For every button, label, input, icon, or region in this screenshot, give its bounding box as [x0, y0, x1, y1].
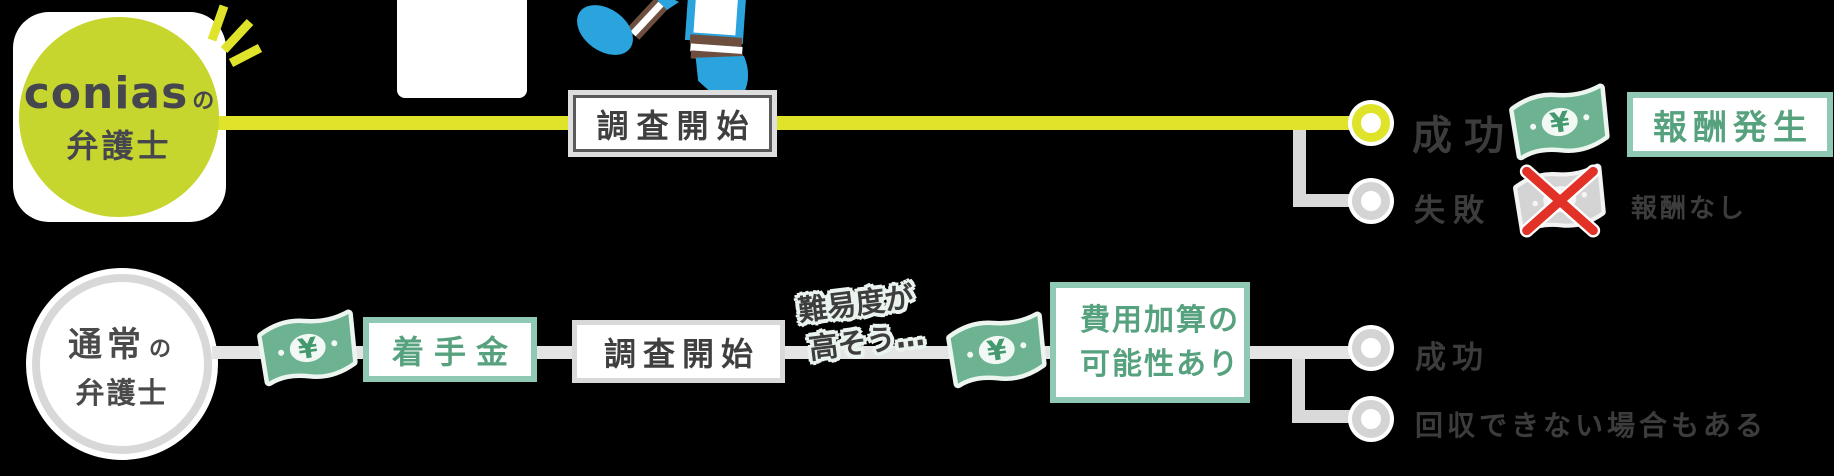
actor-conias-lawyer: conias の 弁護士	[19, 17, 219, 217]
node-fail-normal	[1352, 400, 1390, 438]
label-may-not-recover: 回収できない場合もある	[1415, 409, 1768, 442]
label-no-reward: 報酬なし	[1631, 194, 1748, 224]
fee-box-retainer: 着手金	[363, 317, 537, 382]
money-bill-crossed-icon: ¥	[1513, 163, 1606, 238]
label-fail-conias: 失敗	[1414, 193, 1492, 229]
actor-conias-role: 弁護士	[66, 126, 172, 165]
note-box-extra-cost: 費用加算の 可能性あり	[1050, 282, 1250, 403]
timeline-conias	[215, 116, 1360, 130]
branch-line-conias	[1293, 130, 1359, 207]
money-bill-yen-icon: ¥	[946, 311, 1047, 389]
speech-difficulty-note: 難易度が 高そう…	[796, 277, 927, 369]
actor-conias-name-row: conias の	[24, 68, 215, 119]
money-bill-yen-icon: ¥	[257, 309, 358, 387]
label-success-conias: 成功	[1412, 113, 1516, 159]
actor-conias-name: conias	[23, 67, 189, 119]
actor-normal-particle: の	[148, 336, 176, 362]
label-success-normal: 成功	[1415, 340, 1489, 376]
node-success-normal	[1352, 329, 1390, 367]
actor-normal-role: 弁護士	[75, 375, 169, 410]
actor-conias-particle: の	[192, 88, 215, 114]
step-box-investigation-start-normal: 調査開始	[572, 320, 785, 383]
node-fail-conias	[1352, 182, 1390, 220]
step-box-investigation-start-conias: 調査開始	[573, 95, 772, 152]
money-bill-yen-icon: ¥	[1509, 83, 1610, 161]
node-success-conias	[1352, 104, 1390, 142]
running-person-legs-icon	[397, 0, 749, 100]
result-box-reward: 報酬発生	[1627, 92, 1833, 157]
actor-normal-lawyer: 通常 の 弁護士	[32, 274, 212, 454]
branch-line-normal	[1292, 359, 1358, 423]
note-line-1: 費用加算の	[1080, 302, 1240, 338]
note-line-2: 可能性あり	[1080, 346, 1240, 382]
actor-normal-name-row: 通常 の	[68, 317, 176, 366]
actor-normal-name: 通常	[67, 324, 146, 365]
emphasis-rays-icon	[207, 4, 263, 67]
